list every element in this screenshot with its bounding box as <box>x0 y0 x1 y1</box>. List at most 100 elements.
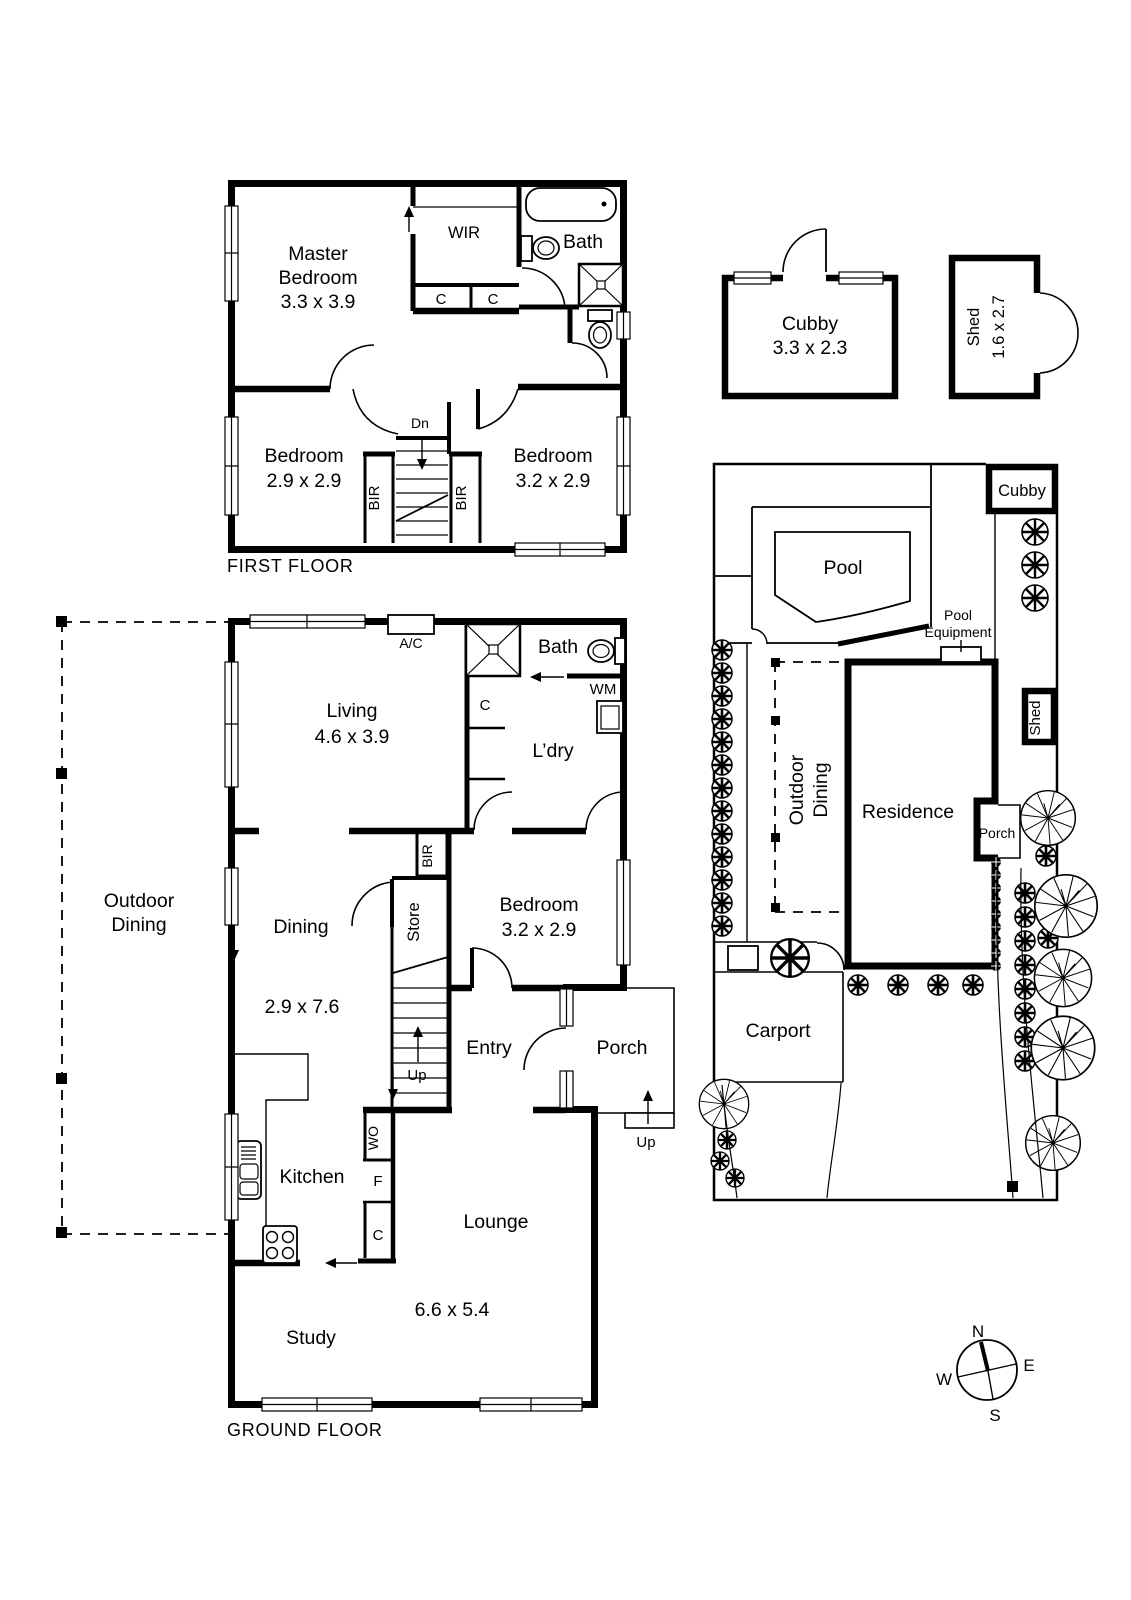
shrub-icon <box>710 753 734 777</box>
shrub-icon <box>1013 905 1037 929</box>
laundry-label: L’dry <box>532 740 573 762</box>
cubby-plan: Cubby 3.3 x 2.3 <box>721 228 899 400</box>
study-label: Study <box>286 1327 336 1349</box>
living-dims: 4.6 x 3.9 <box>315 726 390 748</box>
site-cubby <box>985 463 1059 515</box>
dining-label: Dining <box>273 916 328 938</box>
shrub-icon <box>846 973 870 997</box>
arrow-icon <box>404 206 427 470</box>
toilet-icon <box>587 637 626 665</box>
gf-porch-label: Porch <box>597 1037 648 1059</box>
site-residence <box>844 658 999 970</box>
bir-label: BIR <box>453 485 470 510</box>
bathtub-icon <box>525 187 617 222</box>
dining-dims: 2.9 x 7.6 <box>265 996 340 1018</box>
shed-dims: 1.6 x 2.7 <box>990 295 1008 358</box>
site-porch-label: Porch <box>979 825 1016 841</box>
compass-s: S <box>989 1406 1000 1425</box>
door-swing-icon <box>523 1027 567 1071</box>
shower-icon <box>577 262 625 308</box>
closet-label: C <box>373 1227 384 1244</box>
shrub-icon <box>710 822 734 846</box>
shrub-icon <box>710 891 734 915</box>
pool-equipment-label: Pool <box>944 607 972 623</box>
compass-w: W <box>936 1370 952 1389</box>
tree-icon <box>1024 1114 1082 1172</box>
arrow-icon <box>229 672 653 1268</box>
door-opening <box>783 269 826 283</box>
tree-icon <box>1030 1015 1096 1081</box>
door-opening <box>560 1026 573 1072</box>
site-outdoor-dining-label: Outdoor <box>786 754 808 825</box>
shrub-icon <box>710 776 734 800</box>
site-shed <box>1021 687 1058 746</box>
stairs-down-label: Dn <box>411 415 429 431</box>
pool <box>774 531 911 623</box>
shrub-icon <box>710 638 734 662</box>
pool-fence <box>714 464 932 647</box>
cubby-label: Cubby <box>782 313 839 335</box>
up-label: Up <box>407 1067 426 1084</box>
stove-icon <box>262 1225 298 1264</box>
bedroom3-label: Bedroom <box>513 445 592 467</box>
shrub-icon <box>1013 929 1037 953</box>
lounge-dims: 6.6 x 5.4 <box>415 1299 490 1321</box>
compass-n: N <box>972 1322 984 1341</box>
bir-label: BIR <box>366 485 383 510</box>
compass-e: E <box>1023 1356 1034 1375</box>
master-bedroom-dims: 3.3 x 3.9 <box>281 291 356 313</box>
window-icon <box>733 271 884 285</box>
site-shed-label: Shed <box>1027 700 1044 735</box>
shower-icon <box>464 622 522 678</box>
fridge-label: F <box>373 1173 382 1190</box>
pool-equipment-label2: Equipment <box>925 624 992 640</box>
gf-bath-label: Bath <box>538 636 578 658</box>
driveway-path <box>721 867 1044 1199</box>
site-cubby-label: Cubby <box>998 482 1046 500</box>
shrub-icon <box>961 973 985 997</box>
shed-plan: Shed 1.6 x 2.7 <box>948 254 1079 400</box>
ground-floor-plan: Outdoor Dining <box>56 614 675 1440</box>
ground-floor-title: GROUND FLOOR <box>227 1420 383 1440</box>
bedroom2-dims: 2.9 x 2.9 <box>267 470 342 492</box>
bath-label: Bath <box>563 231 603 253</box>
shrub-icon <box>710 707 734 731</box>
site-outdoor-dining: Outdoor Dining <box>771 658 845 913</box>
bedroom3-dims: 3.2 x 2.9 <box>516 470 591 492</box>
closet-label: C <box>480 697 491 714</box>
closet-label: C <box>488 291 499 308</box>
wall-oven-label: WO <box>365 1126 381 1150</box>
first-floor-title: FIRST FLOOR <box>227 556 354 576</box>
shrub-icon <box>990 934 1002 946</box>
site-plan: Pool Cubby Shed Porch Residence Pool Equ… <box>698 462 1099 1202</box>
site-marker <box>1007 1181 1018 1192</box>
shed-walls <box>948 254 1041 400</box>
kitchen-counter <box>235 1053 309 1226</box>
shrub-icon <box>990 869 1002 881</box>
lounge-label: Lounge <box>463 1211 528 1233</box>
tree-icon <box>1020 550 1050 580</box>
shrub-icon <box>990 960 1002 972</box>
entry-label: Entry <box>466 1037 512 1059</box>
pool-label: Pool <box>823 557 862 579</box>
shrub-icon <box>990 882 1002 894</box>
bedroom2-label: Bedroom <box>264 445 343 467</box>
master-bedroom-label: Master <box>288 243 348 265</box>
first-floor-plan: Master Bedroom 3.3 x 3.9 WIR Bath C C Dn… <box>224 180 631 629</box>
shrub-icon <box>716 1129 738 1151</box>
shed-label: Shed <box>965 308 983 347</box>
closet-label: C <box>436 291 447 308</box>
gf-bedroom-dims: 3.2 x 2.9 <box>502 919 577 941</box>
ac-label: A/C <box>399 635 422 651</box>
tree-icon <box>1020 583 1050 613</box>
door-swing-icon <box>816 942 845 971</box>
shrub-icon <box>990 856 1002 868</box>
shrub-icon <box>1034 844 1058 868</box>
shrub-icon <box>990 947 1002 959</box>
bir-label: BIR <box>419 844 435 867</box>
shrub-icon <box>886 973 910 997</box>
site-carport-label: Carport <box>745 1020 811 1042</box>
gf-outdoor-dining: Outdoor Dining <box>56 616 228 1238</box>
site-carport: Carport <box>714 937 844 1083</box>
